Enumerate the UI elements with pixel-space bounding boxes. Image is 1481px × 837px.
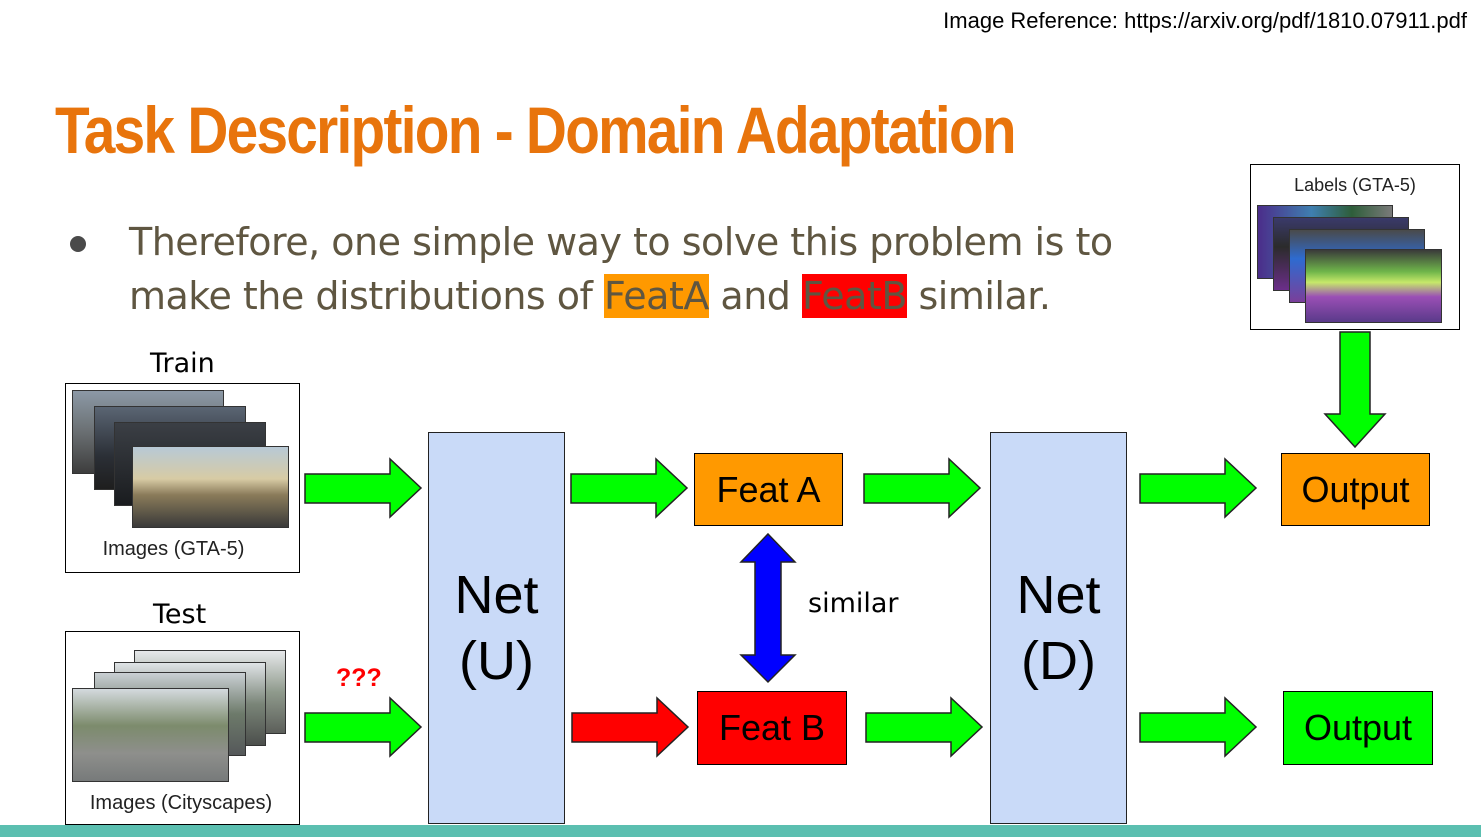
bullet-line-1: Therefore, one simple way to solve this … — [129, 220, 1113, 264]
bullet-line-2: make the distributions of FeatA and Feat… — [129, 274, 1051, 318]
train-images-box: Images (GTA-5) — [65, 383, 300, 573]
train-image-thumb-4 — [132, 446, 289, 528]
labels-box: Labels (GTA-5) — [1250, 164, 1460, 330]
net-u-line2: (U) — [459, 631, 534, 691]
train-caption: Images (GTA-5) — [102, 538, 245, 560]
net-d-line1: Net — [1016, 565, 1101, 625]
feat-a-box: Feat A — [694, 453, 843, 526]
test-caption: Images (Cityscapes) — [89, 792, 273, 814]
net-u-line1: Net — [454, 565, 539, 625]
arrow-net-d-to-output-bottom — [1139, 696, 1258, 758]
bottom-accent-bar — [0, 825, 1481, 837]
bullet-line-2-start: make the distributions of — [129, 274, 604, 318]
unknown-mark: ??? — [336, 664, 382, 692]
arrow-test-to-net-u — [304, 696, 423, 758]
output-bottom-box: Output — [1283, 691, 1433, 765]
labels-caption: Labels (GTA-5) — [1294, 175, 1416, 195]
test-image-thumb-4 — [72, 688, 229, 782]
output-top-box: Output — [1281, 453, 1430, 526]
arrow-train-to-net-u — [304, 457, 423, 519]
arrow-labels-to-output — [1323, 331, 1387, 449]
net-d-line2: (D) — [1021, 631, 1096, 691]
arrow-net-u-to-feat-a — [570, 457, 689, 519]
arrow-feat-b-to-net-d — [865, 696, 984, 758]
bullet-line-2-middle: and — [708, 274, 802, 318]
similar-label: similar — [808, 588, 899, 619]
test-label: Test — [153, 599, 207, 630]
slide-title: Task Description - Domain Adaptation — [55, 93, 1017, 167]
arrow-feat-a-to-net-d — [863, 457, 982, 519]
net-u-box: Net(U) — [428, 432, 565, 824]
bullet-line-2-end: similar. — [906, 274, 1051, 318]
image-reference: Image Reference: https://arxiv.org/pdf/1… — [0, 8, 1467, 34]
reference-url[interactable]: https://arxiv.org/pdf/1810.07911.pdf — [1124, 8, 1467, 33]
arrow-net-u-to-feat-b — [571, 696, 690, 758]
test-images-box: Images (Cityscapes) — [65, 631, 300, 825]
reference-prefix: Image Reference: — [943, 8, 1125, 33]
arrow-net-d-to-output-top — [1139, 457, 1258, 519]
similar-double-arrow — [739, 532, 797, 684]
train-label: Train — [150, 348, 215, 379]
feat-a-highlight: FeatA — [604, 274, 709, 318]
feat-b-highlight: FeatB — [802, 274, 907, 318]
net-d-box: Net(D) — [990, 432, 1127, 824]
feat-b-box: Feat B — [697, 691, 847, 765]
label-map-thumb-4 — [1305, 249, 1442, 323]
bullet-dot-icon — [70, 236, 86, 252]
